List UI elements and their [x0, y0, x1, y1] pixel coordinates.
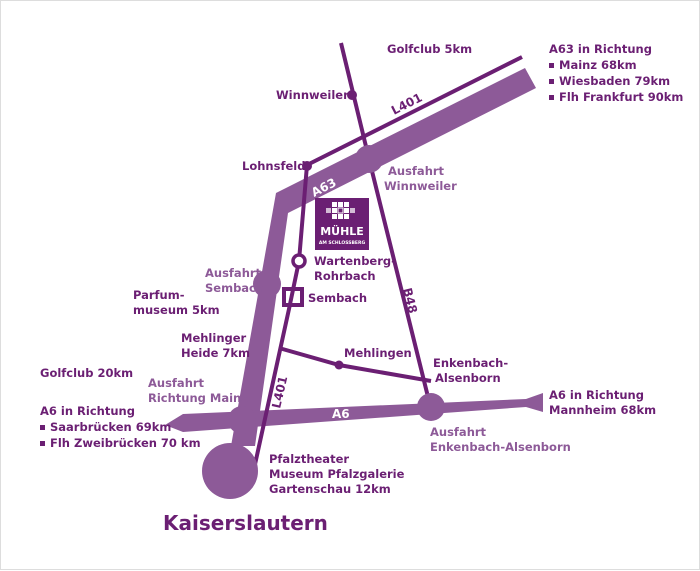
ausfahrt-mainz-label-1: Ausfahrt	[148, 376, 205, 390]
wartenberg-label-2: Rohrbach	[314, 269, 376, 283]
ausfahrt-winnweiler-label-1: Ausfahrt	[388, 164, 445, 178]
exit-mainz	[228, 406, 256, 434]
mill-icon	[326, 202, 355, 219]
mehlinger-heide-label-1: Mehlinger	[181, 331, 247, 345]
golfclub-left-label: Golfclub 20km	[40, 366, 133, 380]
parfum-label-1: Parfum-	[133, 288, 185, 302]
bullet-icon	[549, 79, 554, 84]
logo-sub: AM SCHLOSSBERG	[319, 240, 366, 246]
logo-name: MÜHLE	[320, 224, 364, 238]
a63-direction-title: A63 in Richtung	[549, 42, 652, 56]
ausfahrt-winnweiler-label-2: Winnweiler	[384, 179, 457, 193]
bullet-icon	[40, 441, 45, 446]
a63-dest-3: Flh Frankfurt 90km	[559, 90, 683, 104]
winnweiler-label: Winnweiler	[276, 88, 349, 102]
golfclub-top-label: Golfclub 5km	[387, 42, 472, 56]
mehlingen-label: Mehlingen	[344, 346, 412, 360]
a6-right-label-1: A6 in Richtung	[549, 388, 644, 402]
ausfahrt-sembach-label-1: Ausfahrt	[205, 266, 262, 280]
pfalztheater-label-1: Pfalztheater	[269, 452, 349, 466]
bullet-icon	[549, 95, 554, 100]
lohnsfeld-label: Lohnsfeld	[242, 159, 305, 173]
a6-left-title: A6 in Richtung	[40, 404, 135, 418]
muehle-logo: MÜHLE AM SCHLOSSBERG	[315, 198, 369, 250]
ausfahrt-mainz-label-2: Richtung Mainz	[148, 391, 248, 405]
enkenbach-label-1: Enkenbach-	[433, 356, 508, 370]
exit-winnweiler	[355, 145, 383, 173]
ausfahrt-enkenbach-label-1: Ausfahrt	[430, 425, 487, 439]
mehlinger-heide-label-2: Heide 7km	[181, 346, 250, 360]
exit-enkenbach	[417, 393, 445, 421]
ausfahrt-sembach-label-2: Sembach	[205, 281, 264, 295]
node-mehlingen	[334, 360, 344, 370]
l401-road-top	[306, 55, 523, 167]
sembach-label: Sembach	[308, 291, 367, 305]
city-marker	[202, 443, 258, 499]
node-wartenberg	[291, 253, 307, 269]
bullet-icon	[549, 63, 554, 68]
a6-right-label-2: Mannheim 68km	[549, 403, 656, 417]
wartenberg-label-1: Wartenberg-	[314, 254, 396, 268]
parfum-label-2: museum 5km	[133, 303, 220, 317]
pfalztheater-label-2: Museum Pfalzgalerie	[269, 467, 405, 481]
enkenbach-label-2: Alsenborn	[435, 371, 501, 385]
l401-road	[252, 164, 309, 470]
a6-left-dest-2: Flh Zweibrücken 70 km	[50, 436, 201, 450]
bullet-icon	[40, 425, 45, 430]
exit-sembach	[253, 270, 281, 298]
a63-motorway	[231, 68, 536, 446]
a6-motorway	[165, 393, 543, 432]
a6-label: A6	[332, 407, 350, 421]
node-winnweiler	[347, 90, 357, 100]
sembach-junction	[282, 287, 304, 307]
b48-label: B48	[400, 286, 420, 314]
node-lohnsfeld	[302, 161, 312, 171]
ausfahrt-enkenbach-label-2: Enkenbach-Alsenborn	[430, 440, 571, 454]
a63-dest-2: Wiesbaden 79km	[559, 74, 670, 88]
pfalztheater-label-3: Gartenschau 12km	[269, 482, 391, 496]
a6-left-dest-1: Saarbrücken 69km	[50, 420, 171, 434]
a63-dest-1: Mainz 68km	[559, 58, 637, 72]
city-label: Kaiserslautern	[163, 511, 328, 535]
